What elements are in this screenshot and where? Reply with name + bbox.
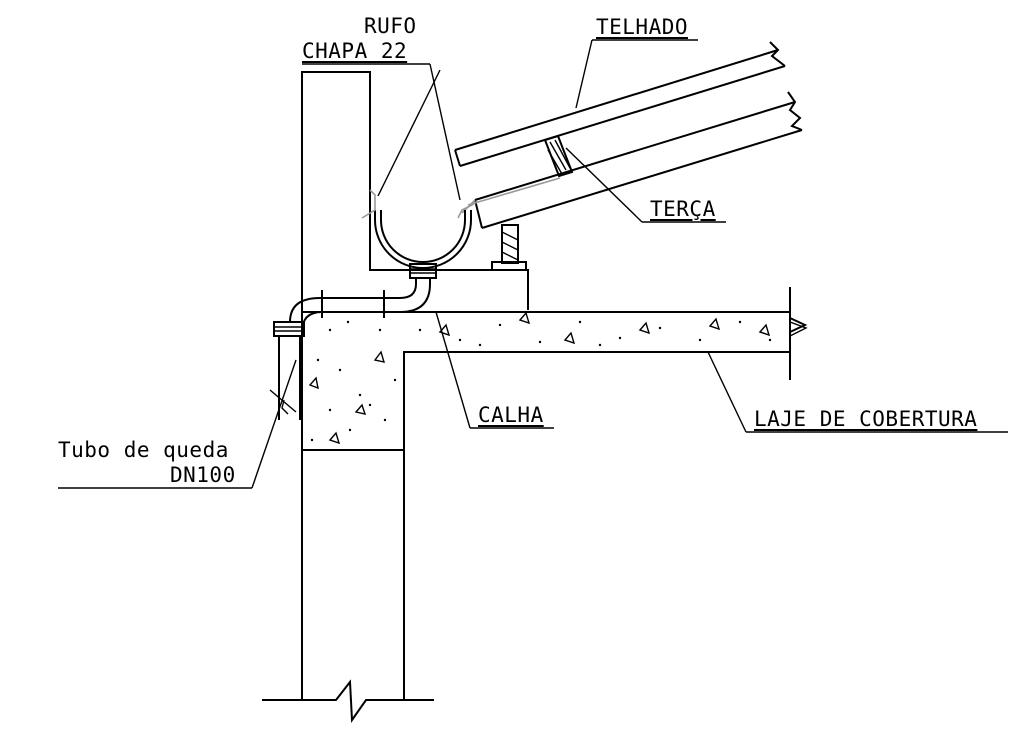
wall-break-line [262,679,434,723]
label-rufo: RUFO [364,14,417,38]
concrete-hatch [308,311,772,445]
downpipe [269,278,431,420]
label-telhado: TELHADO [596,15,689,39]
label-chapa: CHAPA 22 [302,39,408,63]
label-terca: TERÇA [650,197,716,221]
label-tubo-de-queda: Tubo de queda [58,438,229,462]
label-dn100: DN100 [170,463,236,487]
purlin-blocks [491,134,574,271]
label-calha: CALHA [478,403,544,427]
label-laje: LAJE DE COBERTURA [754,407,978,431]
parapet-wall [301,71,529,700]
leader-lines [58,39,1008,489]
roof-tiles [454,41,803,229]
gutter [361,189,477,279]
